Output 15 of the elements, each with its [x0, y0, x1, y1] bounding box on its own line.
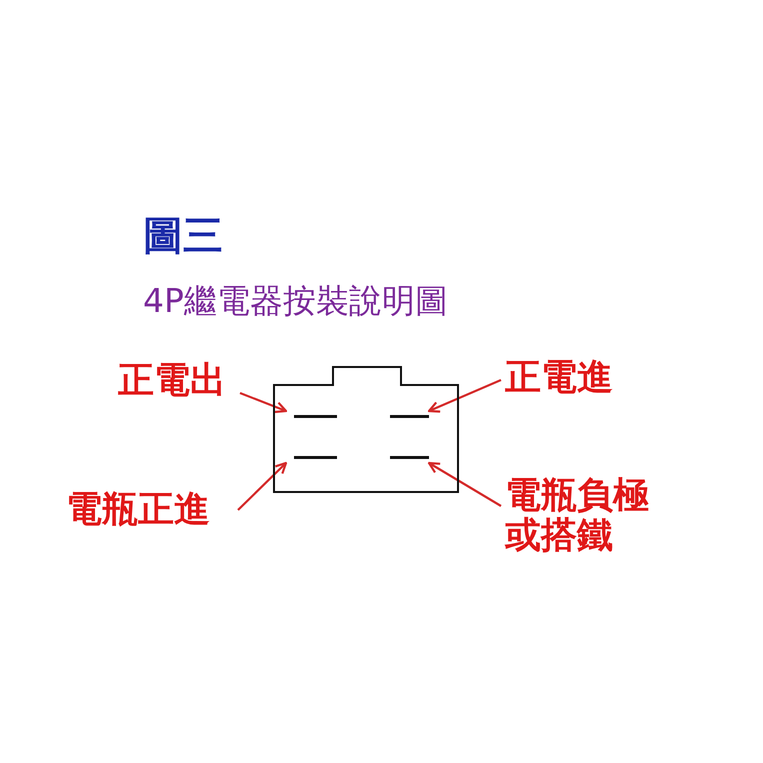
diagram-subtitle: 4P繼電器按裝說明圖: [143, 280, 448, 322]
leader-arrow: [428, 378, 502, 413]
leader-arrow: [428, 462, 502, 507]
figure-title: 圖三: [143, 212, 223, 260]
terminal-pin: [294, 415, 337, 418]
terminal-pin: [390, 456, 429, 459]
connector-outline: [273, 366, 459, 493]
pin-label: 正電出: [118, 361, 238, 401]
terminal-pin: [294, 456, 337, 459]
pin-label: 電瓶負極或搭鐵: [505, 476, 665, 556]
leader-arrow: [240, 392, 288, 414]
leader-arrow: [237, 462, 288, 511]
pin-label: 電瓶正進: [66, 490, 236, 530]
pin-label: 正電進: [505, 358, 635, 398]
terminal-pin: [390, 415, 429, 418]
